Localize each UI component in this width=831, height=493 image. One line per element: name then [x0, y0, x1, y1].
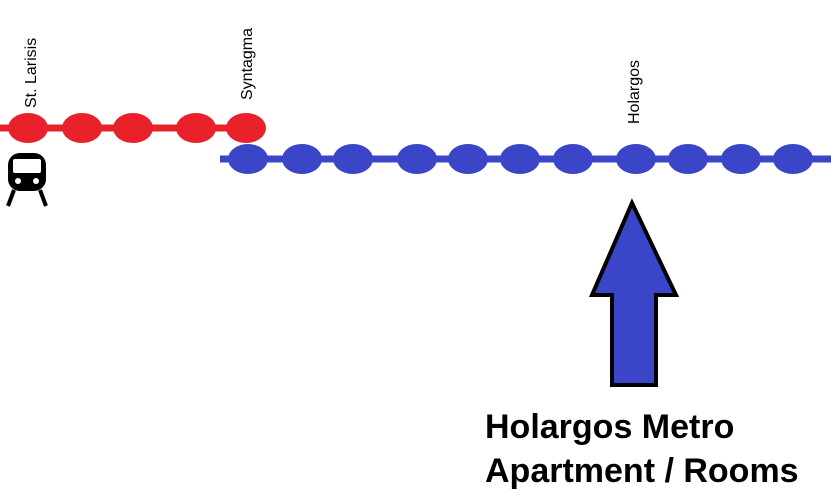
arrow-up-icon: [588, 198, 680, 387]
blue-station-3: [333, 144, 373, 174]
blue-station-1: [228, 144, 268, 174]
blue-station-2: [282, 144, 322, 174]
blue-station-5: [448, 144, 488, 174]
red-station-1: [8, 113, 48, 143]
red-station-3: [113, 113, 153, 143]
station-label-syntagma: Syntagma: [239, 28, 256, 100]
blue-station-9: [668, 144, 708, 174]
red-station-5: [226, 113, 266, 143]
blue-station-4: [397, 144, 437, 174]
station-label-st-larisis: St. Larisis: [23, 38, 40, 108]
blue-station-6: [500, 144, 540, 174]
station-label-holargos: Holargos: [626, 60, 643, 124]
red-line-stations: [8, 113, 266, 143]
red-station-2: [62, 113, 102, 143]
caption-line-2: Apartment / Rooms: [485, 452, 799, 490]
blue-station-11: [773, 144, 813, 174]
blue-line-stations: [228, 144, 813, 174]
train-icon: [6, 153, 48, 207]
blue-station-10: [721, 144, 761, 174]
red-station-4: [176, 113, 216, 143]
blue-station-8: [616, 144, 656, 174]
caption-line-1: Holargos Metro: [485, 408, 734, 446]
blue-station-7: [553, 144, 593, 174]
